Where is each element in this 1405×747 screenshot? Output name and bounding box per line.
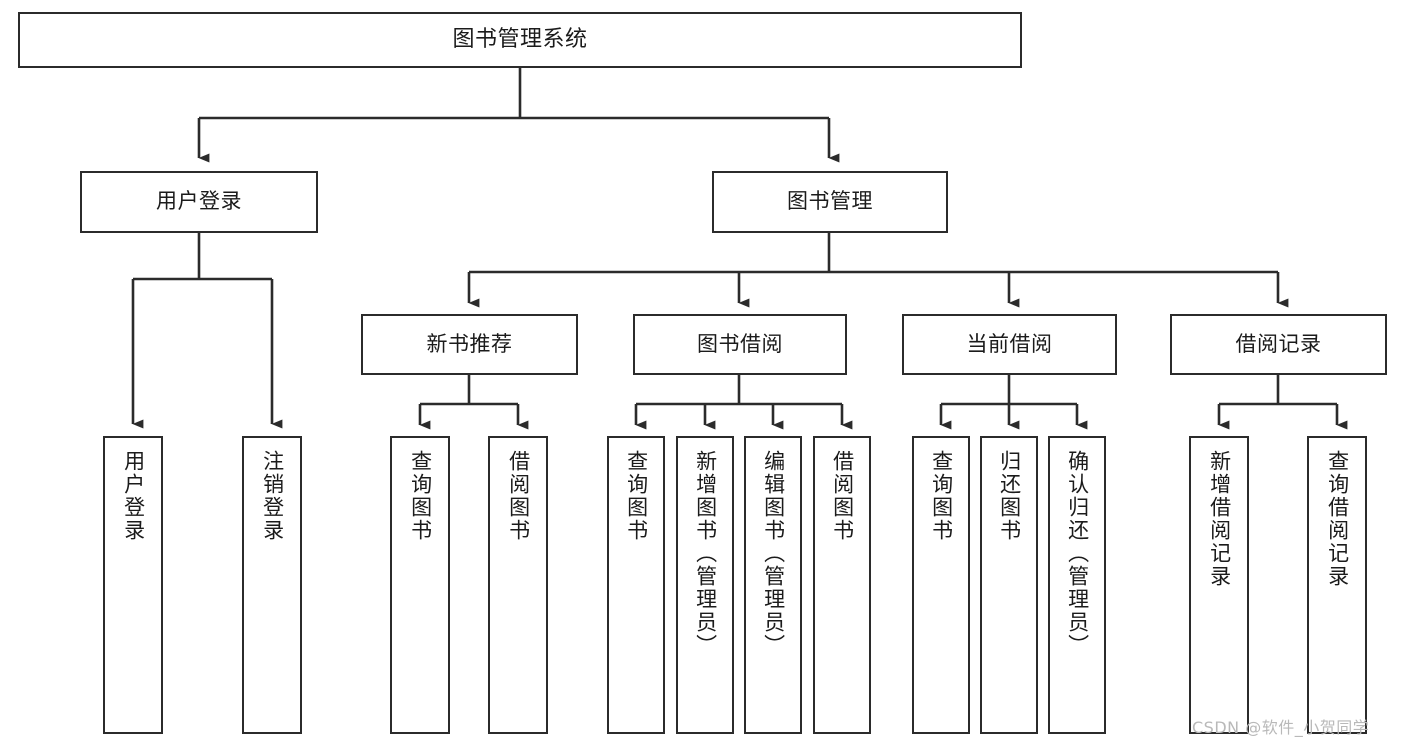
node-book-management[interactable]: 图书管理 [712, 171, 948, 233]
node-label: 查询图书 [408, 450, 433, 542]
node-label: 用户登录 [121, 450, 146, 542]
leaf-book-borrow-add[interactable]: 新增图书（管理员） [676, 436, 734, 734]
node-label: 查询借阅记录 [1325, 450, 1350, 588]
leaf-user-login-logout[interactable]: 注销登录 [242, 436, 302, 734]
node-label: 归还图书 [997, 450, 1022, 542]
node-current-borrow[interactable]: 当前借阅 [902, 314, 1117, 375]
node-label: 新增借阅记录 [1207, 450, 1232, 588]
node-label: 用户登录 [156, 189, 242, 214]
leaf-new-book-query[interactable]: 查询图书 [390, 436, 450, 734]
node-borrow-record[interactable]: 借阅记录 [1170, 314, 1387, 375]
leaf-new-book-borrow[interactable]: 借阅图书 [488, 436, 548, 734]
leaf-book-borrow-edit[interactable]: 编辑图书（管理员） [744, 436, 802, 734]
leaf-book-borrow-query[interactable]: 查询图书 [607, 436, 665, 734]
leaf-current-borrow-return[interactable]: 归还图书 [980, 436, 1038, 734]
leaf-borrow-record-add[interactable]: 新增借阅记录 [1189, 436, 1249, 734]
node-label: 借阅记录 [1235, 331, 1322, 356]
node-label: 查询图书 [929, 450, 954, 542]
node-label: 新增图书（管理员） [693, 450, 718, 657]
node-label: 借阅图书 [506, 450, 531, 542]
node-user-login[interactable]: 用户登录 [80, 171, 318, 233]
leaf-current-borrow-query[interactable]: 查询图书 [912, 436, 970, 734]
node-label: 图书管理系统 [452, 26, 588, 52]
csdn-watermark: CSDN @软件_小贺同学 [1192, 718, 1370, 737]
leaf-book-borrow-borrow[interactable]: 借阅图书 [813, 436, 871, 734]
node-label: 注销登录 [260, 450, 285, 542]
node-label: 编辑图书（管理员） [761, 450, 786, 657]
node-new-book-recommend[interactable]: 新书推荐 [361, 314, 578, 375]
node-label: 借阅图书 [830, 450, 855, 542]
leaf-borrow-record-query[interactable]: 查询借阅记录 [1307, 436, 1367, 734]
node-label: 图书管理 [787, 189, 873, 214]
node-label: 确认归还（管理员） [1065, 450, 1090, 657]
leaf-user-login-login[interactable]: 用户登录 [103, 436, 163, 734]
leaf-current-borrow-confirm-return[interactable]: 确认归还（管理员） [1048, 436, 1106, 734]
node-label: 当前借阅 [966, 331, 1053, 356]
node-label: 查询图书 [624, 450, 649, 542]
node-book-borrow[interactable]: 图书借阅 [633, 314, 847, 375]
node-label: 新书推荐 [426, 331, 513, 356]
node-root-system[interactable]: 图书管理系统 [18, 12, 1022, 68]
node-label: 图书借阅 [697, 331, 783, 356]
